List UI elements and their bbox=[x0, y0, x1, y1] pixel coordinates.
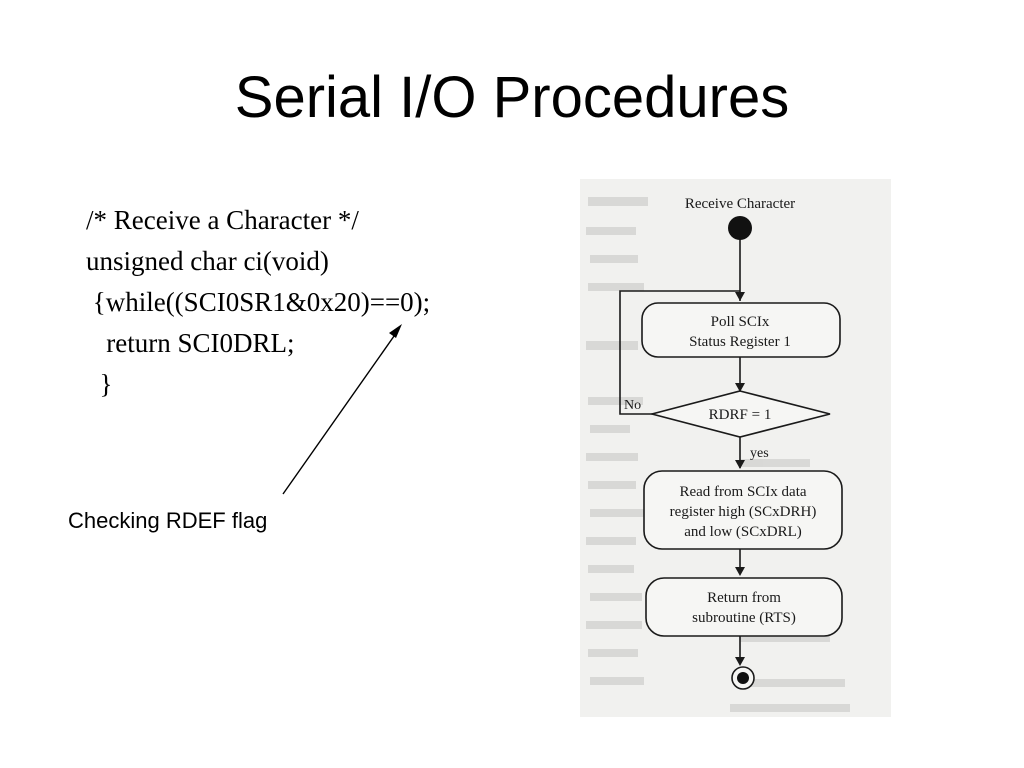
code-line-return: return SCI0DRL; bbox=[86, 328, 295, 358]
read-box-line-2: register high (SCxDRH) bbox=[670, 504, 817, 520]
read-box bbox=[643, 470, 843, 550]
start-node bbox=[728, 216, 752, 240]
flowchart-svg: Receive Character Poll SCIx Status Regis… bbox=[580, 179, 891, 717]
start-label: Receive Character bbox=[685, 196, 795, 212]
decision-diamond bbox=[648, 390, 831, 438]
return-box-line-2: subroutine (RTS) bbox=[692, 610, 796, 626]
no-label: No bbox=[624, 398, 641, 413]
flowchart-arrowheads bbox=[735, 292, 745, 666]
read-box-line-3: and low (SCxDRL) bbox=[684, 524, 802, 540]
yes-label: yes bbox=[750, 446, 769, 461]
poll-box bbox=[641, 302, 841, 358]
code-line-comment: /* Receive a Character */ bbox=[86, 205, 359, 235]
end-node-dot bbox=[737, 672, 749, 684]
callout-label: Checking RDEF flag bbox=[68, 508, 268, 533]
flowchart-figure: Receive Character Poll SCIx Status Regis… bbox=[580, 179, 891, 717]
poll-box-line-1: Poll SCIx bbox=[711, 314, 770, 330]
poll-box-line-2: Status Register 1 bbox=[689, 334, 791, 350]
code-line-close-brace: } bbox=[86, 369, 113, 399]
return-box-line-1: Return from bbox=[707, 590, 781, 606]
code-line-while: {while((SCI0SR1&0x20)==0); bbox=[86, 287, 431, 317]
decision-label: RDRF = 1 bbox=[709, 407, 772, 423]
slide-title: Serial I/O Procedures bbox=[234, 65, 790, 130]
code-block: /* Receive a Character */ unsigned char … bbox=[86, 200, 430, 405]
return-box bbox=[645, 577, 843, 637]
code-line-signature: unsigned char ci(void) bbox=[86, 246, 329, 276]
read-box-line-1: Read from SCIx data bbox=[679, 484, 806, 500]
